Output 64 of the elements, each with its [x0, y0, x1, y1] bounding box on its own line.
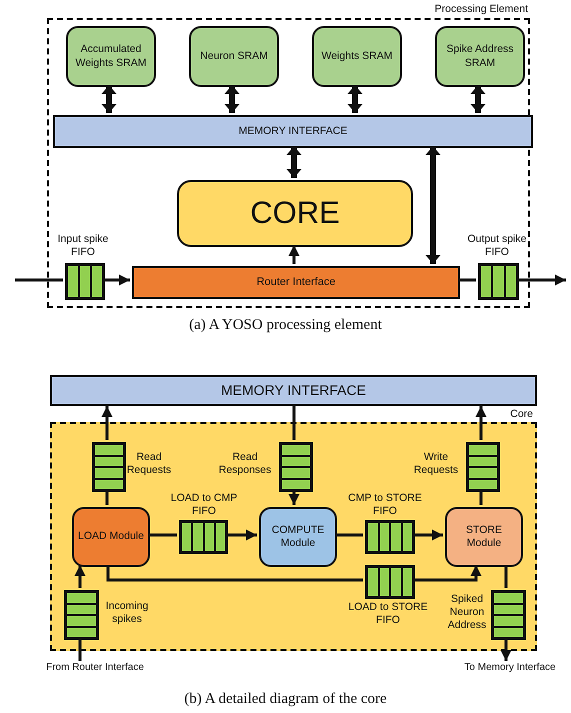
fifo-queue — [179, 520, 228, 554]
caption: (b) A detailed diagram of the core — [183, 690, 388, 709]
double-arrow — [428, 146, 438, 264]
arrow — [74, 565, 86, 588]
connector-line — [148, 534, 177, 536]
fifo-label: Incoming spikes — [104, 600, 150, 626]
arrow — [288, 490, 300, 505]
arrow — [288, 245, 300, 264]
fifo-queue — [478, 263, 519, 300]
fifo-queue — [65, 263, 105, 300]
connector-line — [480, 490, 482, 505]
fifo-label: LOAD to CMP FIFO — [170, 492, 238, 518]
fifo-label: LOAD to STORE FIFO — [347, 601, 429, 628]
fifo-label: Read Requests — [126, 451, 172, 478]
double-arrow — [228, 85, 236, 113]
bare-label: To Memory Interface — [456, 661, 564, 675]
module-box: LOAD Module — [72, 507, 150, 567]
fifo-label: Read Responses — [218, 451, 272, 478]
sram-box: Spike Address SRAM — [435, 26, 525, 87]
container-heading: Processing Element — [434, 3, 528, 16]
connector-line — [504, 565, 508, 588]
fifo-label: CMP to STORE FIFO — [347, 492, 423, 518]
connector-line — [106, 490, 108, 505]
sram-box: Weights SRAM — [312, 26, 402, 87]
fifo-queue — [64, 590, 99, 640]
fifo-label: Input spike FIFO — [56, 233, 110, 260]
bare-label: From Router Interface — [40, 661, 150, 675]
connector-line — [335, 534, 363, 536]
container-heading: Core — [510, 408, 533, 422]
connector-line — [78, 638, 82, 661]
connector-line — [292, 406, 296, 440]
double-arrow — [290, 146, 298, 178]
core-box: CORE — [177, 180, 413, 247]
fifo-queue — [491, 590, 526, 640]
caption: (a) A YOSO processing element — [188, 316, 383, 335]
memory-interface-bar: MEMORY INTERFACE — [53, 115, 533, 148]
connector-line — [106, 565, 363, 582]
double-arrow — [474, 85, 482, 113]
router-interface-bar: Router Interface — [132, 266, 460, 299]
arrow — [103, 274, 130, 286]
connector-line — [15, 278, 63, 282]
fifo-queue — [365, 520, 415, 554]
double-arrow — [104, 85, 114, 113]
module-box: STORE Module — [445, 507, 523, 567]
fifo-queue — [365, 565, 415, 599]
arrow — [476, 406, 486, 440]
fifo-queue — [92, 442, 126, 492]
connector-line — [458, 278, 476, 282]
arrow — [413, 530, 443, 540]
memory-interface-bar: MEMORY INTERFACE — [50, 375, 537, 406]
fifo-queue — [279, 442, 313, 492]
arrow — [413, 565, 482, 582]
fifo-label: Output spike FIFO — [466, 233, 528, 260]
sram-box: Neuron SRAM — [189, 26, 279, 87]
arrow — [517, 274, 566, 286]
double-arrow — [350, 85, 360, 113]
sram-box: Accumulated Weights SRAM — [66, 26, 156, 87]
fifo-queue — [466, 442, 500, 492]
fifo-label: Spiked Neuron Address — [446, 593, 488, 632]
module-box: COMPUTE Module — [259, 507, 337, 567]
arrow — [500, 638, 512, 661]
arrow — [102, 406, 112, 440]
fifo-label: Write Requests — [412, 451, 460, 478]
arrow — [226, 530, 257, 540]
